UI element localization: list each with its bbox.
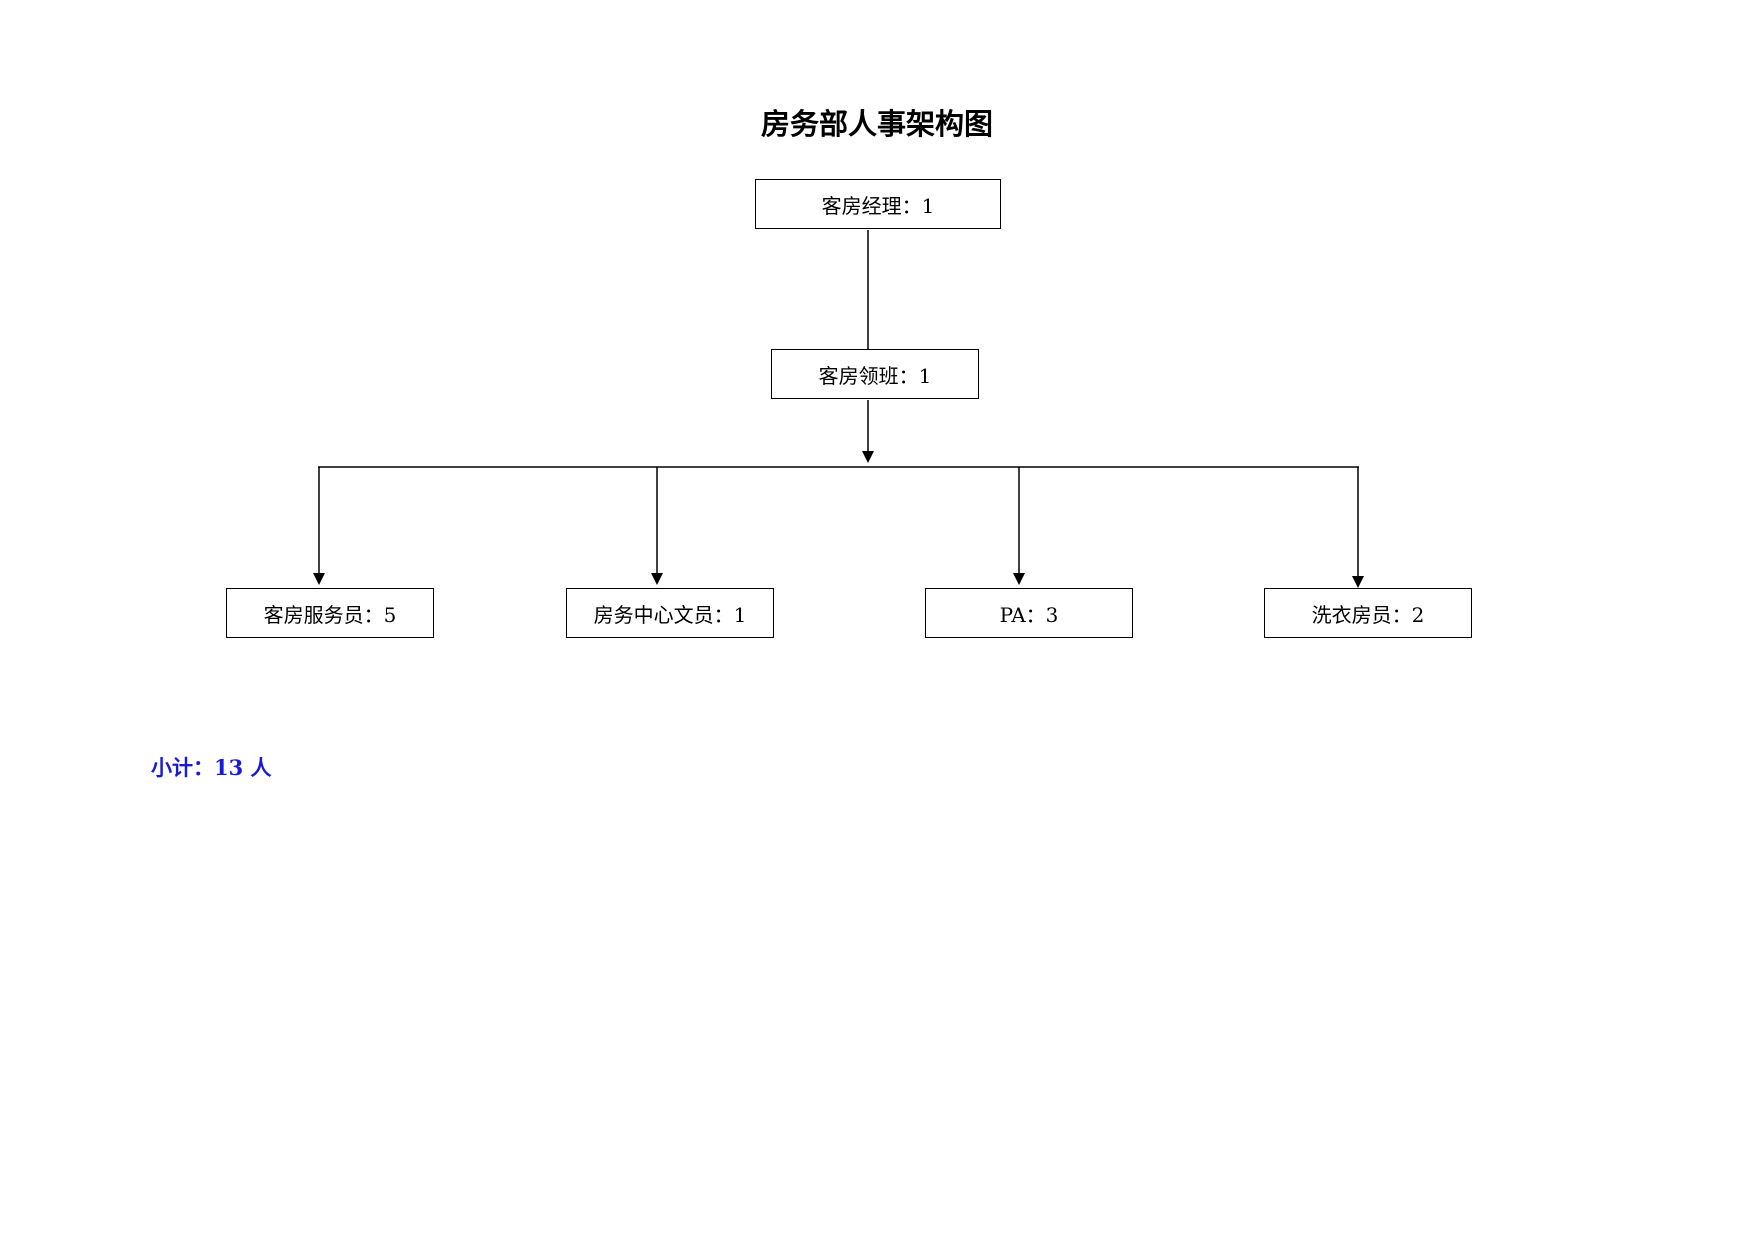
- node-staff-4-label: 洗衣房员：2: [1311, 602, 1425, 627]
- subtotal-text: 小计：13 人: [151, 755, 272, 780]
- arrowhead-staff-1: [313, 573, 325, 585]
- node-staff-3-label: PA：3: [999, 602, 1059, 627]
- arrowhead-staff-2: [651, 573, 663, 585]
- node-manager-label: 客房经理：1: [821, 193, 935, 218]
- node-supervisor-label: 客房领班：1: [818, 363, 932, 388]
- node-staff-4: 洗衣房员：2: [1264, 588, 1472, 638]
- node-supervisor: 客房领班：1: [771, 349, 979, 399]
- node-staff-1: 客房服务员：5: [226, 588, 434, 638]
- node-staff-3: PA：3: [925, 588, 1133, 638]
- node-staff-2-label: 房务中心文员：1: [593, 602, 747, 627]
- node-staff-1-label: 客房服务员：5: [263, 602, 397, 627]
- arrowhead-staff-3: [1013, 573, 1025, 585]
- arrowhead-bus: [862, 451, 874, 463]
- arrowhead-staff-4: [1352, 576, 1364, 588]
- chart-title: 房务部人事架构图: [760, 107, 993, 141]
- node-manager: 客房经理：1: [755, 179, 1001, 229]
- node-staff-2: 房务中心文员：1: [566, 588, 774, 638]
